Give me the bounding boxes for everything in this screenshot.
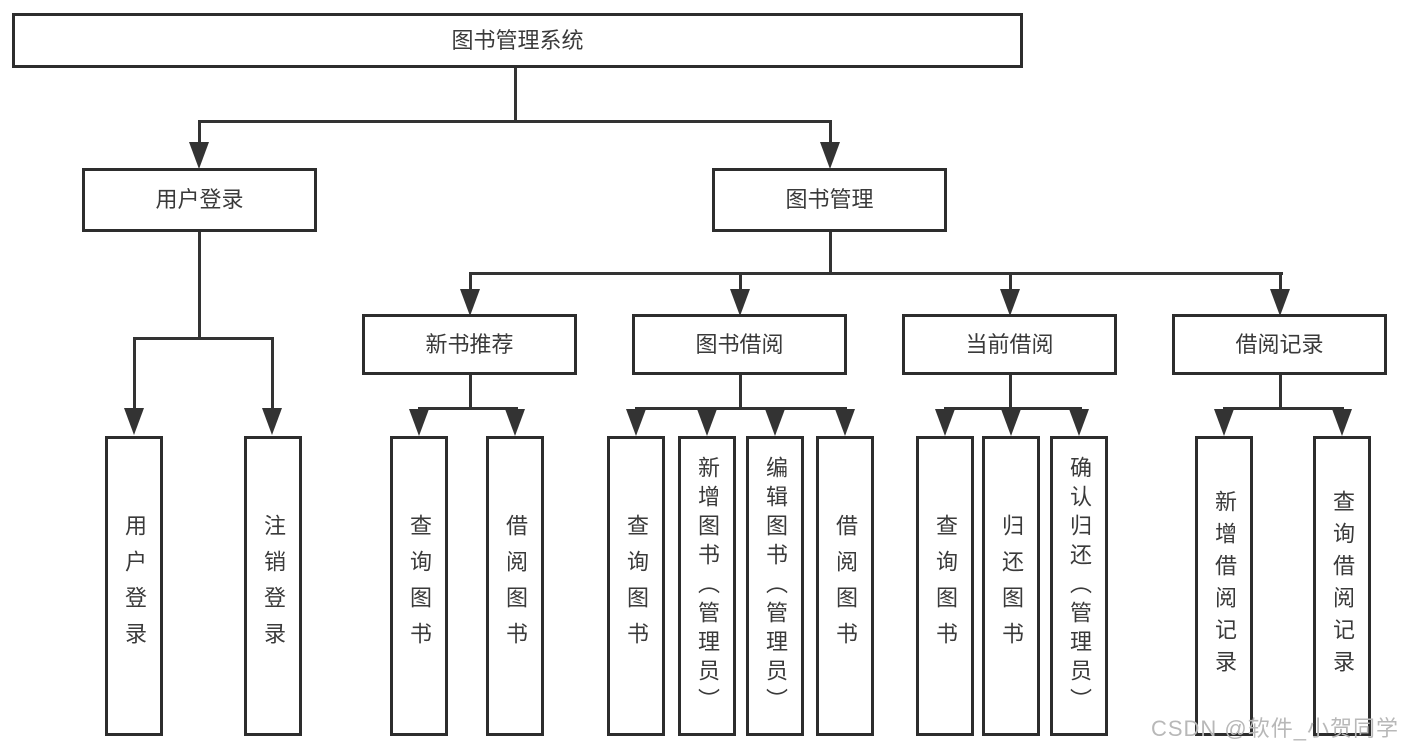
connector-stem: [198, 120, 201, 144]
arrow-down-icon: [124, 408, 144, 435]
connector-stem: [133, 337, 136, 409]
leaf-query-books-2: 查询图书: [607, 436, 665, 736]
connector-stem: [271, 337, 274, 409]
connector-branch: [1223, 407, 1344, 410]
node-book-borrow: 图书借阅: [632, 314, 847, 375]
arrow-down-icon: [1001, 409, 1021, 436]
arrow-down-icon: [1000, 289, 1020, 316]
arrow-down-icon: [1270, 289, 1290, 316]
leaf-add-borrow-record: 新增借阅记录: [1195, 436, 1253, 736]
arrow-down-icon: [935, 409, 955, 436]
arrow-down-icon: [189, 142, 209, 169]
arrow-down-icon: [262, 408, 282, 435]
leaf-query-books-3: 查询图书: [916, 436, 974, 736]
arrow-down-icon: [1214, 409, 1234, 436]
connector-stem: [198, 232, 201, 337]
arrow-down-icon: [1069, 409, 1089, 436]
connector-branch: [418, 407, 518, 410]
watermark: CSDN @软件_小贺同学: [1150, 716, 1399, 741]
node-book-management: 图书管理: [712, 168, 947, 232]
arrow-down-icon: [1332, 409, 1352, 436]
arrow-down-icon: [835, 409, 855, 436]
leaf-logout: 注销登录: [244, 436, 302, 736]
connector-branch: [635, 407, 847, 410]
arrow-down-icon: [697, 409, 717, 436]
arrow-down-icon: [460, 289, 480, 316]
leaf-add-book-admin: 新增图书（管理员）: [678, 436, 736, 736]
connector-stem: [1279, 272, 1282, 291]
connector-stem: [469, 272, 472, 291]
node-borrow-records: 借阅记录: [1172, 314, 1387, 375]
connector-stem: [739, 375, 742, 408]
connector-branch: [133, 337, 274, 340]
connector-stem: [829, 232, 832, 275]
leaf-edit-book-admin: 编辑图书（管理员）: [746, 436, 804, 736]
leaf-confirm-return-admin: 确认归还（管理员）: [1050, 436, 1108, 736]
connector-stem: [829, 120, 832, 144]
node-user-login: 用户登录: [82, 168, 317, 232]
leaf-query-borrow-record: 查询借阅记录: [1313, 436, 1371, 736]
arrow-down-icon: [730, 289, 750, 316]
connector-stem: [469, 375, 472, 408]
arrow-down-icon: [505, 409, 525, 436]
arrow-down-icon: [626, 409, 646, 436]
leaf-borrow-books-2: 借阅图书: [816, 436, 874, 736]
connector-stem: [1009, 272, 1012, 291]
connector-stem: [1009, 375, 1012, 408]
connector-branch: [944, 407, 1082, 410]
leaf-query-books-1: 查询图书: [390, 436, 448, 736]
connector-stem: [739, 272, 742, 291]
leaf-return-book: 归还图书: [982, 436, 1040, 736]
connector-root-stem: [514, 68, 517, 120]
leaf-borrow-books-1: 借阅图书: [486, 436, 544, 736]
arrow-down-icon: [409, 409, 429, 436]
arrow-down-icon: [820, 142, 840, 169]
node-root: 图书管理系统: [12, 13, 1023, 68]
connector-branch: [469, 272, 1283, 275]
connector-stem: [1279, 375, 1282, 408]
arrow-down-icon: [765, 409, 785, 436]
leaf-user-login: 用户登录: [105, 436, 163, 736]
connector-root-branch: [198, 120, 832, 123]
node-new-book-recommend: 新书推荐: [362, 314, 577, 375]
node-current-borrow: 当前借阅: [902, 314, 1117, 375]
